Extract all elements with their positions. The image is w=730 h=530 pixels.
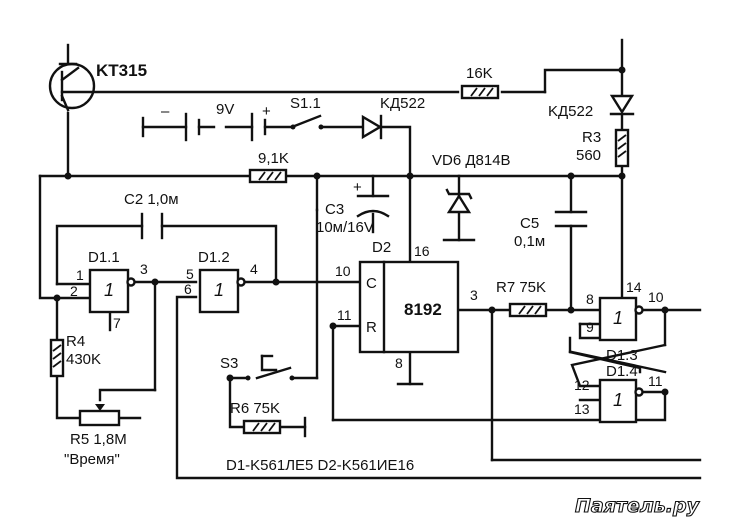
resistor-r4: R4 430K: [49, 333, 101, 378]
pin-d11-1: 1: [76, 267, 84, 283]
resistor-16k-label: 16K: [466, 65, 493, 82]
pin-d12-6: 6: [184, 281, 192, 297]
wiring: [38, 38, 702, 480]
pin-d12-5: 5: [186, 266, 194, 282]
watermark: Паятель.ру: [575, 495, 701, 517]
gate-d1-4-symbol: 1: [613, 390, 623, 410]
counter-name: D2: [372, 239, 391, 256]
potentiometer-r5-label: R5 1,8M: [70, 431, 127, 448]
gate-d1-1-symbol: 1: [104, 280, 114, 300]
pin-d11-3: 3: [140, 261, 148, 277]
switch-s1: S1.1: [290, 95, 324, 130]
pin-d2-8: 8: [395, 355, 403, 371]
capacitor-c3-name: C3: [325, 201, 344, 218]
gate-d1-1-label: D1.1: [88, 249, 120, 266]
counter-d2: C R 8192 D2 10 11 16 8 3: [335, 239, 478, 371]
gate-d1-4: 1 D1.4 12 13 11: [574, 363, 663, 424]
pin-d12-4: 4: [250, 261, 258, 277]
resistor-r4-name: R4: [66, 333, 85, 350]
resistor-r3: R3 560: [576, 128, 630, 168]
gate-d1-3-label: D1.3: [606, 347, 638, 364]
resistor-r3-value: 560: [576, 147, 601, 164]
battery-voltage: 9V: [216, 101, 234, 118]
capacitor-c2: C2 1,0м: [124, 191, 179, 240]
capacitor-c5-name: C5: [520, 215, 539, 232]
diode-kd522-right-label: KД522: [548, 103, 593, 120]
switch-s1-label: S1.1: [290, 95, 321, 112]
resistor-r6: R6 75K: [230, 400, 282, 435]
resistor-9-1k: 9,1K: [248, 150, 289, 184]
pin-d14-13: 13: [574, 401, 590, 417]
gate-d1-2-label: D1.2: [198, 249, 230, 266]
pin-d13-14: 14: [626, 279, 642, 295]
gate-d1-4-label: D1.4: [606, 363, 638, 380]
gate-d1-1: 1 D1.1 1 2 3 7: [70, 249, 148, 331]
diode-kd522-top: KД522: [361, 95, 425, 140]
resistor-r4-value: 430K: [66, 351, 101, 368]
potentiometer-r5-caption: "Время": [64, 451, 120, 468]
gate-d1-3: 1 D1.3 8 9 10 14: [586, 279, 664, 364]
junction-dots: [53, 66, 669, 396]
diode-kd522-right: KД522: [548, 94, 635, 120]
pin-d14-12: 12: [574, 377, 590, 393]
pin-d13-10: 10: [648, 289, 664, 305]
capacitor-c3: + C3 10м/16V: [316, 179, 390, 236]
pin-d11-2: 2: [70, 283, 78, 299]
capacitor-c5: C5 0,1м: [514, 210, 588, 250]
resistor-9-1k-label: 9,1K: [258, 150, 289, 167]
pin-d2-16: 16: [414, 243, 430, 259]
transistor-label: KT315: [96, 61, 147, 80]
parts-note: D1-K561ЛЕ5 D2-K561ИЕ16: [226, 457, 414, 474]
gate-d1-3-symbol: 1: [613, 308, 623, 328]
capacitor-c5-value: 0,1м: [514, 233, 545, 250]
diode-kd522-top-label: KД522: [380, 95, 425, 112]
battery-plus: +: [262, 103, 271, 120]
transistor-kt315: KT315: [48, 43, 147, 112]
resistor-r6-label: R6 75K: [230, 400, 280, 417]
resistor-r7: R7 75K: [496, 279, 548, 318]
resistor-r3-name: R3: [582, 129, 601, 146]
counter-ic-text: 8192: [404, 300, 442, 319]
pushbutton-s3-label: S3: [220, 355, 238, 372]
capacitor-c3-plus: +: [353, 179, 362, 196]
resistor-r7-label: R7 75K: [496, 279, 546, 296]
counter-r-input: R: [366, 319, 377, 336]
resistor-16k: 16K: [460, 65, 500, 100]
pushbutton-s3: S3: [220, 354, 295, 381]
pin-d2-10: 10: [335, 263, 351, 279]
pin-d2-11: 11: [337, 307, 352, 323]
pin-d2-3: 3: [470, 287, 478, 303]
pin-d13-8: 8: [586, 291, 594, 307]
gate-d1-2-symbol: 1: [214, 280, 224, 300]
gate-d1-2: 1 D1.2 5 6 4: [184, 249, 258, 314]
counter-c-input: C: [366, 275, 377, 292]
potentiometer-r5: R5 1,8M "Время": [64, 404, 127, 468]
pin-d13-9: 9: [586, 319, 594, 335]
battery-minus: –: [161, 103, 170, 120]
battery-9v: – + 9V: [161, 101, 271, 142]
zener-vd6: VD6 Д814В: [432, 152, 511, 214]
pin-d14-11: 11: [648, 373, 663, 389]
capacitor-c2-label: C2 1,0м: [124, 191, 179, 208]
capacitor-c3-value: 10м/16V: [316, 219, 374, 236]
zener-vd6-label: VD6 Д814В: [432, 152, 511, 169]
pin-d11-7: 7: [113, 315, 121, 331]
